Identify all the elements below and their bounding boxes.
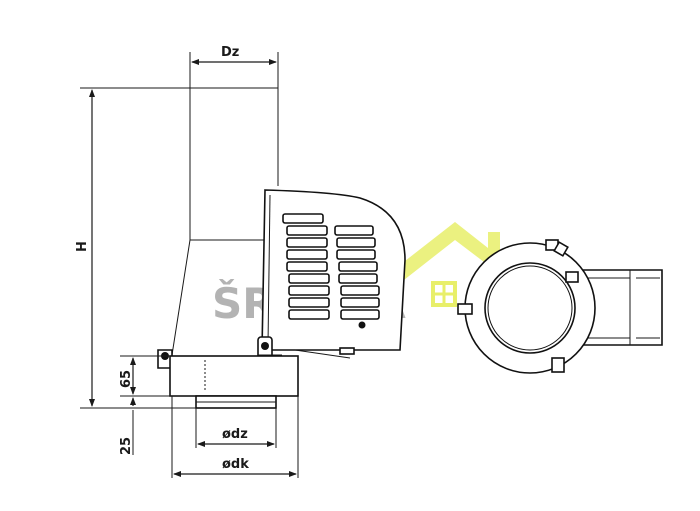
pivot-bolt bbox=[358, 321, 366, 329]
side-view bbox=[157, 87, 406, 409]
louver-grille-right bbox=[334, 225, 380, 320]
dim-label-outer-diameter: ødk bbox=[222, 457, 249, 472]
louver-grille-left bbox=[282, 213, 330, 320]
dim-label-25: 25 bbox=[119, 437, 134, 455]
base-collar bbox=[169, 355, 299, 397]
top-view bbox=[457, 239, 663, 374]
dim-label-inner-diameter: ødz bbox=[222, 427, 248, 442]
dim-label-dz: Dz bbox=[221, 45, 239, 60]
clamp-bolts bbox=[457, 239, 579, 373]
dim-label-h: H bbox=[75, 241, 90, 252]
inner-pipe bbox=[484, 262, 576, 354]
dimension-lines: Dz H 65 25 ødz ødk bbox=[75, 45, 299, 478]
dim-label-65: 65 bbox=[119, 370, 134, 388]
